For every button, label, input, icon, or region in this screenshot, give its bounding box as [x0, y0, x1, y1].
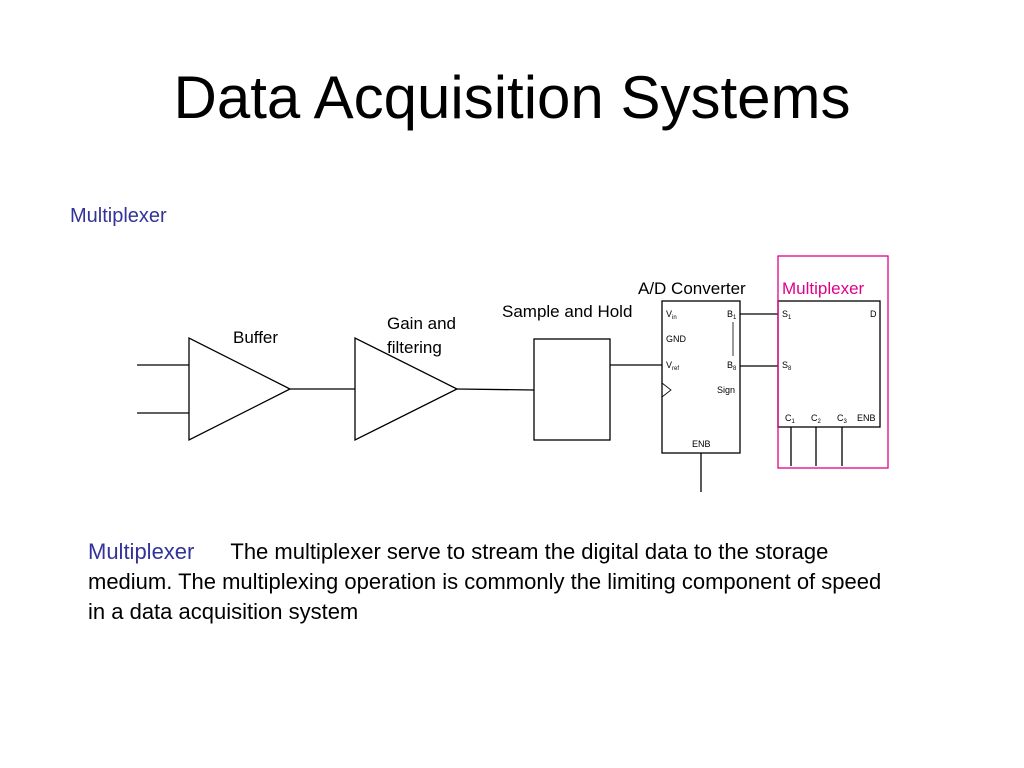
adc-pin-enb: ENB — [692, 439, 711, 449]
gain-amplifier — [354, 336, 459, 442]
gain-label-line2: filtering — [387, 338, 442, 357]
adc-block — [661, 300, 741, 454]
description-text: The multiplexer serve to stream the digi… — [88, 539, 882, 624]
gain-label-line1: Gain and — [387, 314, 456, 333]
mux-pin-c3: C3 — [837, 413, 847, 425]
adc-pin-vin: Vin — [666, 309, 677, 321]
slide-title: Data Acquisition Systems — [173, 64, 851, 131]
sample-hold-label: Sample and Hold — [502, 302, 633, 321]
adc-pin-b8: B8 — [727, 360, 737, 372]
multiplexer-block — [777, 300, 881, 428]
adc-pin-vref: Vref — [666, 360, 680, 372]
sample-hold-block — [533, 338, 611, 441]
mux-pin-c2: C2 — [811, 413, 821, 425]
adc-label: A/D Converter — [638, 279, 746, 298]
adc-pin-sign: Sign — [717, 385, 736, 395]
gain-to-sh-wire — [456, 388, 535, 391]
mux-pin-enb: ENB — [857, 413, 876, 423]
mux-pin-c1: C1 — [785, 413, 795, 425]
buffer-amplifier — [188, 336, 292, 442]
description-term: Multiplexer — [88, 539, 195, 564]
mux-pin-d: D — [870, 309, 877, 319]
adc-clock-marker — [661, 382, 672, 398]
mux-pin-s1: S1 — [782, 309, 792, 321]
section-subtitle: Multiplexer — [70, 205, 167, 227]
multiplexer-label: Multiplexer — [782, 279, 865, 298]
multiplexer-highlight — [777, 255, 889, 469]
buffer-label: Buffer — [233, 328, 279, 347]
adc-pin-gnd: GND — [666, 334, 686, 344]
mux-pin-s8: S8 — [782, 360, 792, 372]
adc-pin-b1: B1 — [727, 309, 737, 321]
